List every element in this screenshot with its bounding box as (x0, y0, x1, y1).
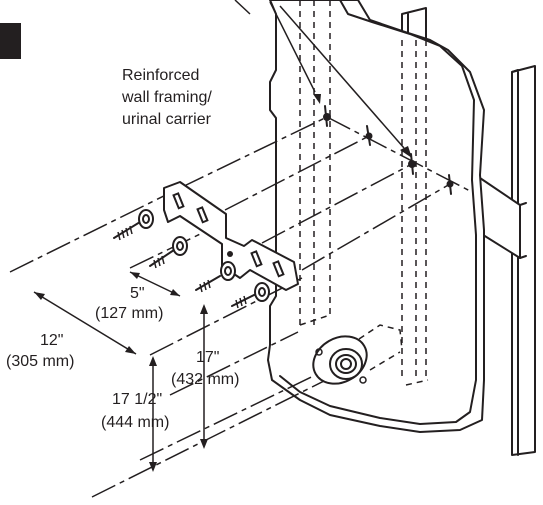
dim-5-inch: 5" (130, 285, 145, 302)
framing-label-line3: urinal carrier (122, 111, 212, 128)
hidden-framing (299, 0, 429, 386)
wall-panel (267, 0, 485, 433)
screws (113, 209, 270, 309)
framing-label-line2: wall framing/ (121, 89, 212, 106)
step-marker (0, 23, 21, 59)
dim-17-inch: 17" (196, 349, 219, 366)
framing-label-line1: Reinforced (122, 67, 199, 84)
dim-17-half-inch: 17 1/2" (112, 391, 162, 408)
dim-5-mm: (127 mm) (95, 305, 163, 322)
dim-17-half-mm: (444 mm) (101, 414, 169, 431)
dim-17-mm: (432 mm) (171, 371, 239, 388)
right-stud (511, 65, 536, 456)
dim-12-mm: (305 mm) (6, 353, 74, 370)
dimension-lines (33, 271, 208, 472)
projection-lines (9, 116, 473, 498)
mounting-bracket (163, 181, 299, 291)
outlet-flange (312, 324, 403, 385)
dim-12-inch: 12" (40, 332, 63, 349)
leader-lines (234, 0, 412, 158)
